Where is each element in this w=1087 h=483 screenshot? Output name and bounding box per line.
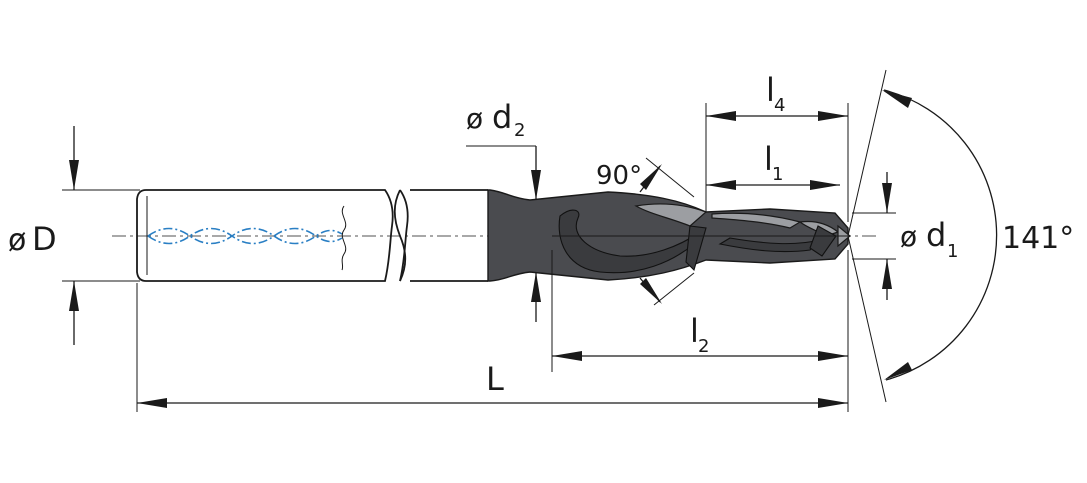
dim-length-l2	[551, 250, 848, 372]
dim-length-l1	[705, 180, 840, 210]
shank-diameter-label: D	[32, 220, 57, 258]
shank-diameter-symbol: ø	[8, 223, 26, 258]
step-diameter-symbol: ø	[466, 102, 483, 135]
overall-length-label: L	[486, 360, 504, 398]
tip-diameter-symbol: ø	[900, 220, 917, 253]
length-l2-subscript: 2	[698, 336, 709, 357]
step-diameter-subscript: 2	[514, 120, 525, 141]
dim-point-angle	[847, 69, 998, 403]
length-l4-label: l	[766, 71, 775, 109]
point-angle-label: 141°	[1002, 221, 1074, 256]
tip-diameter-subscript: 1	[947, 241, 958, 262]
step-angle-label: 90°	[596, 161, 642, 191]
dim-step-angle	[639, 157, 695, 306]
drill-body	[487, 189, 851, 282]
length-l4-subscript: 4	[774, 95, 785, 116]
length-l2-label: l	[690, 312, 699, 350]
length-l1-label: l	[764, 140, 773, 178]
tip-diameter-label: d	[926, 216, 946, 254]
dim-tip-diameter	[852, 172, 896, 300]
shank-outline	[136, 189, 488, 282]
dim-step-diameter	[466, 145, 541, 322]
dim-overall-length	[136, 250, 849, 412]
coolant-channels	[147, 205, 347, 271]
dim-shank-diameter	[62, 126, 140, 345]
dim-length-l4	[705, 103, 849, 222]
step-diameter-label: d	[492, 98, 512, 136]
length-l1-subscript: 1	[772, 164, 783, 185]
